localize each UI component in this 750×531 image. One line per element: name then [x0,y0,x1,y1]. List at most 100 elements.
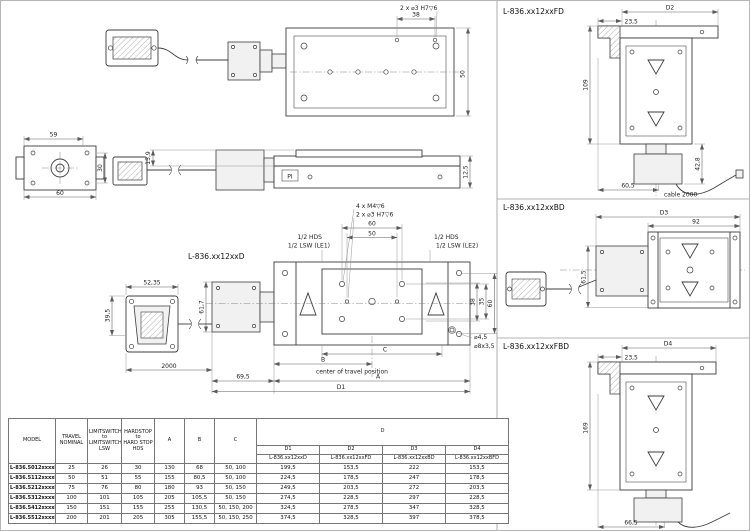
mounting-bracket-fbd [597,361,621,395]
cell: 130 [154,463,185,474]
cell: 222 [382,463,446,474]
motor-fd [633,153,683,185]
dim-30: 30 [97,164,104,172]
table-row: L-836.5212xxxxD 75 76 80 180 93 50, 150 … [8,483,510,494]
dim-c: C [383,347,387,354]
label-lsw-le2: 1/2 LSW (LE2) [436,243,478,250]
cell: 278,5 [319,503,383,514]
cell: 200 [55,513,88,524]
cell: 50, 100 [214,473,257,484]
cell: 378,5 [444,513,510,524]
cell: 153,5 [444,463,510,474]
cell: 178,5 [444,473,510,484]
cell: 30 [121,463,155,474]
cable-break-symbol [188,318,202,330]
dimension-table: MODEL TRAVEL NOMINAL LIMITSWITCH to LIMI… [8,418,510,524]
mounting-bracket [597,25,621,59]
label-hds-left: 1/2 HDS [297,234,322,241]
cell: 93 [184,483,215,494]
cell: 347 [382,503,446,514]
dim-15-9: 15,9 [145,151,152,165]
cell: 249,5 [256,483,320,494]
bd-view-title: L-836.xx12xxBD [503,203,565,212]
col-header-hds: HARDSTOP to HARD STOP HDS [121,418,155,464]
warning-triangle-icon [647,395,665,411]
dim-38-side: 38 [470,298,477,306]
cable-break-symbol [568,283,582,295]
cell: 50, 100 [214,463,257,474]
cell: 50, 150, 200 [214,503,257,514]
col-header-d3: D3 [382,445,446,455]
stage-body-bd [647,231,741,309]
cell: 51 [87,473,122,484]
motor-side [215,149,265,191]
label-hds-right: 1/2 HDS [434,234,459,241]
view-fd: L-836.xx12xxFD D2 23,5 109 42,8 60, [503,5,744,199]
dim-2000: 2000 [161,363,176,370]
dim-12-5: 12,5 [463,165,470,179]
table-row: L-836.5412xxxxD 150 151 155 255 130,5 50… [8,503,510,514]
cell: 397 [382,513,446,524]
dim-60-5: 60,5 [621,183,635,190]
note-dowel-holes-top: 2 x ⌀3 H7▽6 [400,5,437,12]
cell: 201 [87,513,122,524]
note-cable-2000: cable 2000 [664,192,698,199]
cell: 150 [55,503,88,514]
cell: 328,5 [319,513,383,524]
cell: 374,5 [256,513,320,524]
warning-triangle-icon [647,111,665,127]
dim-60-width: 60 [487,300,494,308]
table-row: L-836.5512xxxxD 200 201 205 305 155,5 50… [8,513,510,524]
warning-triangle-icon [681,243,699,259]
cell: 100 [55,493,88,504]
motor-main [211,281,261,333]
dim-50-top: 50 [460,70,467,78]
dim-39-5: 39,5 [105,309,112,323]
dim-169: 169 [583,422,590,434]
cell: 228,5 [319,493,383,504]
cell: 228,5 [444,493,510,504]
warning-triangle-icon [299,291,317,316]
cell-model: L-836.5212xxxxD [8,483,56,494]
cell: 50, 150 [214,483,257,494]
motor-fbd [633,497,683,523]
cell: 105,5 [184,493,215,504]
cell: 130,5 [184,503,215,514]
cell: 180 [154,483,185,494]
cell: 247 [382,473,446,484]
cell: 55 [121,473,155,484]
cell: 305 [154,513,185,524]
table-row: L-836.5112xxxxD 50 51 55 155 80,5 50, 10… [8,473,510,484]
view-side: PI 15,9 12,5 [112,149,473,191]
d2-model-header: L-836.xx12xxFD [319,454,383,464]
connector-face [112,36,152,60]
dim-a: A [376,374,381,381]
label-lsw-le1: 1/2 LSW (LE1) [288,243,330,250]
d1-model-header: L-836.xx12xxD [256,454,320,464]
cell: 50, 150, 250 [214,513,257,524]
cell: 151 [87,503,122,514]
cell-model: L-836.5412xxxxD [8,503,56,514]
stage-body-side [273,155,461,189]
cell: 224,5 [256,473,320,484]
dim-23-5-fbd: 23,5 [625,355,639,362]
cell: 274,5 [256,493,320,504]
warning-triangle-icon [427,291,445,316]
cell-model: L-836.5012xxxxD [8,463,56,474]
dim-109: 109 [583,79,590,91]
cable-fbd [677,512,731,528]
dim-50-pattern: 50 [368,231,376,238]
table-row: L-836.5312xxxxD 100 101 105 205 105,5 50… [8,493,510,504]
dim-23-5-fd: 23,5 [625,19,639,26]
cell: 203,5 [319,483,383,494]
cell-model: L-836.5312xxxxD [8,493,56,504]
cell: 324,5 [256,503,320,514]
view-fbd: L-836.xx12xxFBD D4 23,5 169 66,5 [503,341,731,530]
dim-d3: D3 [660,210,669,217]
dim-61-5: 61,5 [581,270,588,284]
main-view-title: L-836.xx12xxD [188,252,245,261]
col-header-d4: D4 [444,445,510,455]
cell: 155,5 [184,513,215,524]
table-row: L-836.5012xxxxD 25 26 30 130 68 50, 100 … [8,463,510,474]
dim-60: 60 [56,190,64,197]
